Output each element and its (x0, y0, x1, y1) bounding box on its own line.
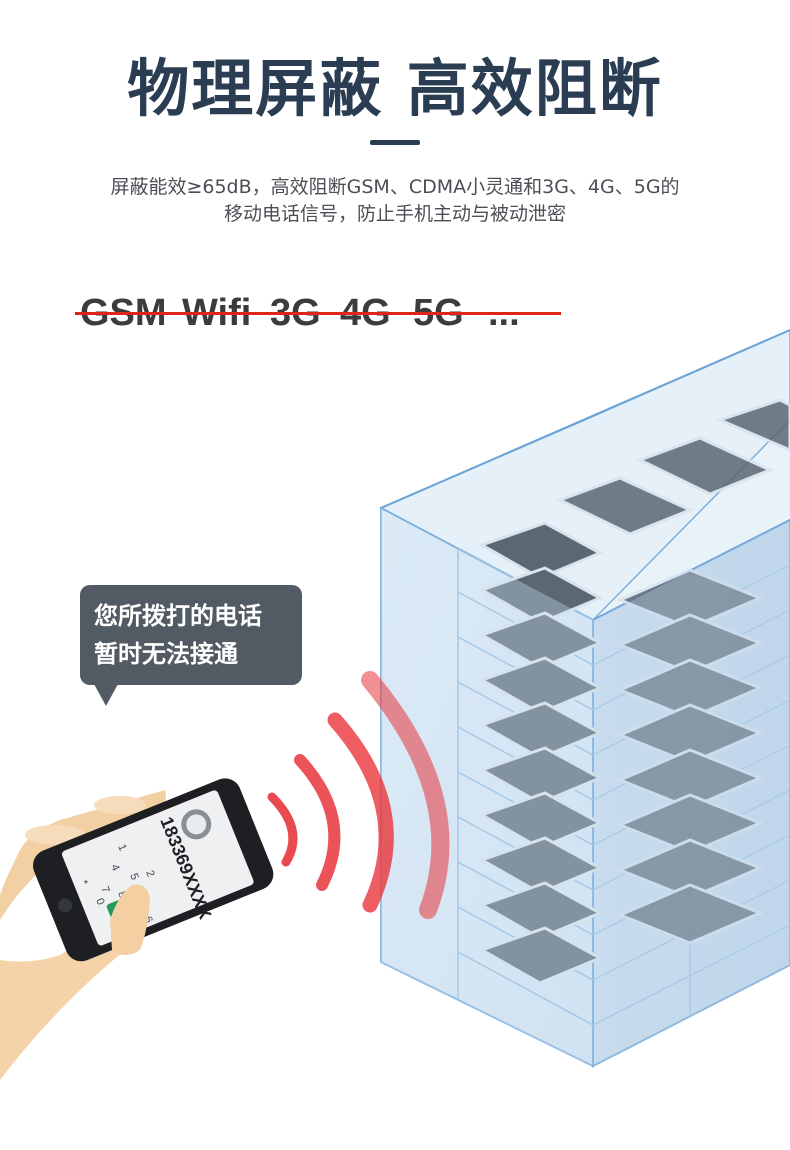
description-line-2: 移动电话信号，防止手机主动与被动泄密 (223, 203, 566, 225)
strikethrough-line (75, 312, 561, 315)
key-6: 6 (141, 915, 154, 925)
signal-waves (267, 671, 450, 919)
key-0: 0 (93, 897, 106, 907)
key-star: * (77, 879, 90, 888)
caller-phone (32, 778, 274, 962)
description: 屏蔽能效≥65dB，高效阻断GSM、CDMA小灵通和3G、4G、5G的 移动电话… (0, 174, 790, 228)
title-divider (370, 140, 420, 145)
key-5: 5 (127, 872, 140, 882)
key-4: 4 (108, 863, 121, 873)
shielding-cabinet (379, 329, 790, 1068)
bubble-tail (94, 684, 118, 706)
key-8: 8 (115, 890, 128, 900)
page-title: 物理屏蔽 高效阻断 (127, 52, 663, 125)
description-line-1: 屏蔽能效≥65dB，高效阻断GSM、CDMA小灵通和3G、4G、5G的 (110, 176, 680, 198)
thumb (110, 884, 150, 955)
bubble-line-1: 您所拨打的电话 (94, 602, 262, 630)
key-7: 7 (98, 885, 111, 895)
bubble-line-2: 暂时无法接通 (94, 640, 238, 668)
key-2: 2 (143, 869, 156, 879)
key-1: 1 (115, 843, 128, 853)
call-failed-bubble: 您所拨打的电话 暂时无法接通 (80, 585, 302, 685)
stored-phones (381, 398, 790, 1066)
